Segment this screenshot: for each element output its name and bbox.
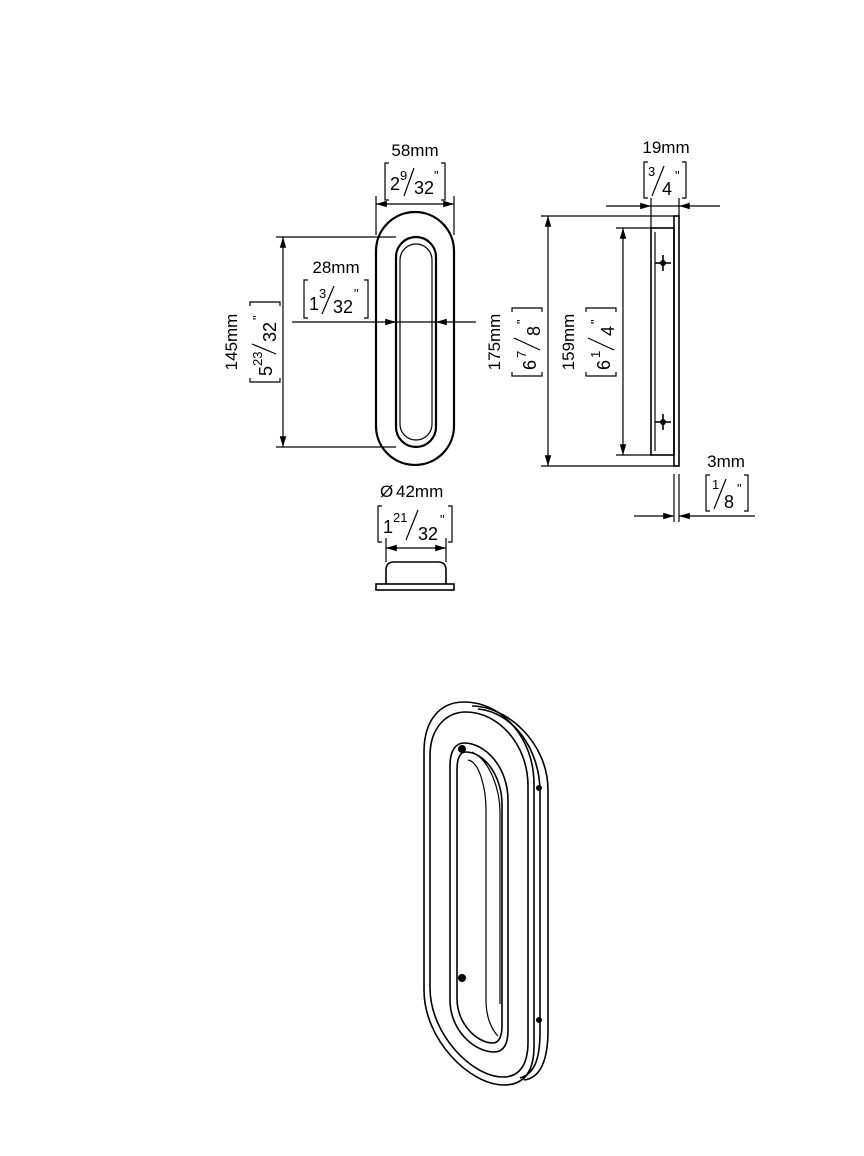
dim-plate-3-num: 1: [712, 477, 719, 492]
dim-dia-42-inch: ": [440, 512, 445, 527]
dim-width-58: 58mm 2 9 32 ": [375, 141, 455, 235]
screw-bottom-icon: [655, 414, 671, 430]
dim-plate-3-inch: ": [737, 481, 742, 496]
dim-height-175-inch: ": [514, 319, 529, 324]
iso-front-plate-outer: [423, 701, 535, 1086]
dim-dia-42-den: 32: [418, 524, 438, 544]
dim-height-159-inch: ": [588, 319, 603, 324]
dim-width-58-metric: 58mm: [391, 141, 438, 160]
dim-height-145: 145mm 5 23 32 ": [222, 236, 396, 448]
iso-recess-inner: [456, 751, 503, 1044]
dim-width-58-whole: 2: [390, 174, 400, 194]
dim-width-28-num: 3: [319, 286, 326, 301]
iso-screw-bottom-icon: [458, 974, 466, 982]
dim-width-28-whole: 1: [309, 294, 319, 314]
dim-height-175-den: 8: [524, 326, 544, 336]
dim-height-159-whole: 6: [594, 360, 614, 370]
dim-width-28-metric: 28mm: [312, 258, 359, 277]
screw-top-icon: [655, 255, 671, 271]
dim-width-58-inch: ": [434, 168, 439, 183]
dim-plate-3-metric: 3mm: [707, 452, 745, 471]
dim-depth-19: 19mm 3 4 ": [606, 138, 720, 228]
dim-height-145-num: 23: [250, 352, 265, 366]
dim-height-175-metric: 175mm: [485, 314, 504, 371]
bottom-view: Ø 42mm 1 21 32 ": [375, 482, 455, 591]
dim-depth-19-den: 4: [662, 179, 672, 199]
dim-plate-3: 3mm 1 8 ": [634, 452, 755, 522]
dim-width-28-inch: ": [354, 286, 359, 301]
side-view: 175mm 6 7 8 " 159mm 6: [485, 138, 755, 522]
iso-front-plate-inner: [429, 711, 529, 1078]
dim-height-175-whole: 6: [520, 360, 540, 370]
front-view: 58mm 2 9 32 " 145mm 5 23 32 ": [222, 141, 476, 467]
dim-height-159-metric: 159mm: [559, 314, 578, 371]
dim-height-145-metric: 145mm: [222, 314, 241, 371]
isometric-view: [423, 701, 549, 1086]
dim-depth-19-metric: 19mm: [642, 138, 689, 157]
iso-screw-side-bottom-icon: [536, 1017, 542, 1023]
dim-height-145-den: 32: [260, 322, 280, 342]
front-recess-shadow: [399, 243, 433, 441]
dim-height-145-whole: 5: [256, 366, 276, 376]
dim-width-28: 28mm 1 3 32 ": [292, 258, 476, 326]
dim-plate-3-den: 8: [724, 492, 734, 512]
front-inner-recess: [394, 235, 438, 449]
dim-dia-42-whole: 1: [383, 517, 393, 537]
dim-depth-19-num: 3: [648, 164, 655, 179]
dim-dia-42-metric: 42mm: [396, 482, 443, 501]
bottom-flange: [375, 583, 455, 591]
dim-height-159-num: 1: [588, 351, 603, 358]
dim-dia-42-num: 21: [393, 510, 407, 525]
dim-height-159: 159mm 6 1 4 ": [559, 227, 651, 456]
dim-height-145-inch: ": [250, 315, 265, 320]
dim-dia-42-symbol: Ø: [380, 482, 393, 501]
dim-height-175: 175mm 6 7 8 ": [485, 215, 674, 467]
dim-height-159-den: 4: [598, 326, 618, 336]
dim-height-175-num: 7: [514, 351, 529, 358]
dim-depth-19-inch: ": [675, 168, 680, 183]
iso-back-body: [471, 705, 549, 1081]
front-outer-outline: [374, 210, 456, 467]
iso-screw-side-top-icon: [536, 785, 542, 791]
bottom-cup: [385, 561, 447, 584]
dim-width-58-den: 32: [414, 178, 434, 198]
iso-recess-outer: [449, 742, 509, 1053]
dim-width-58-num: 9: [400, 168, 407, 183]
dim-width-28-den: 32: [333, 297, 353, 317]
iso-screw-top-icon: [458, 745, 466, 753]
side-body: [650, 227, 675, 456]
